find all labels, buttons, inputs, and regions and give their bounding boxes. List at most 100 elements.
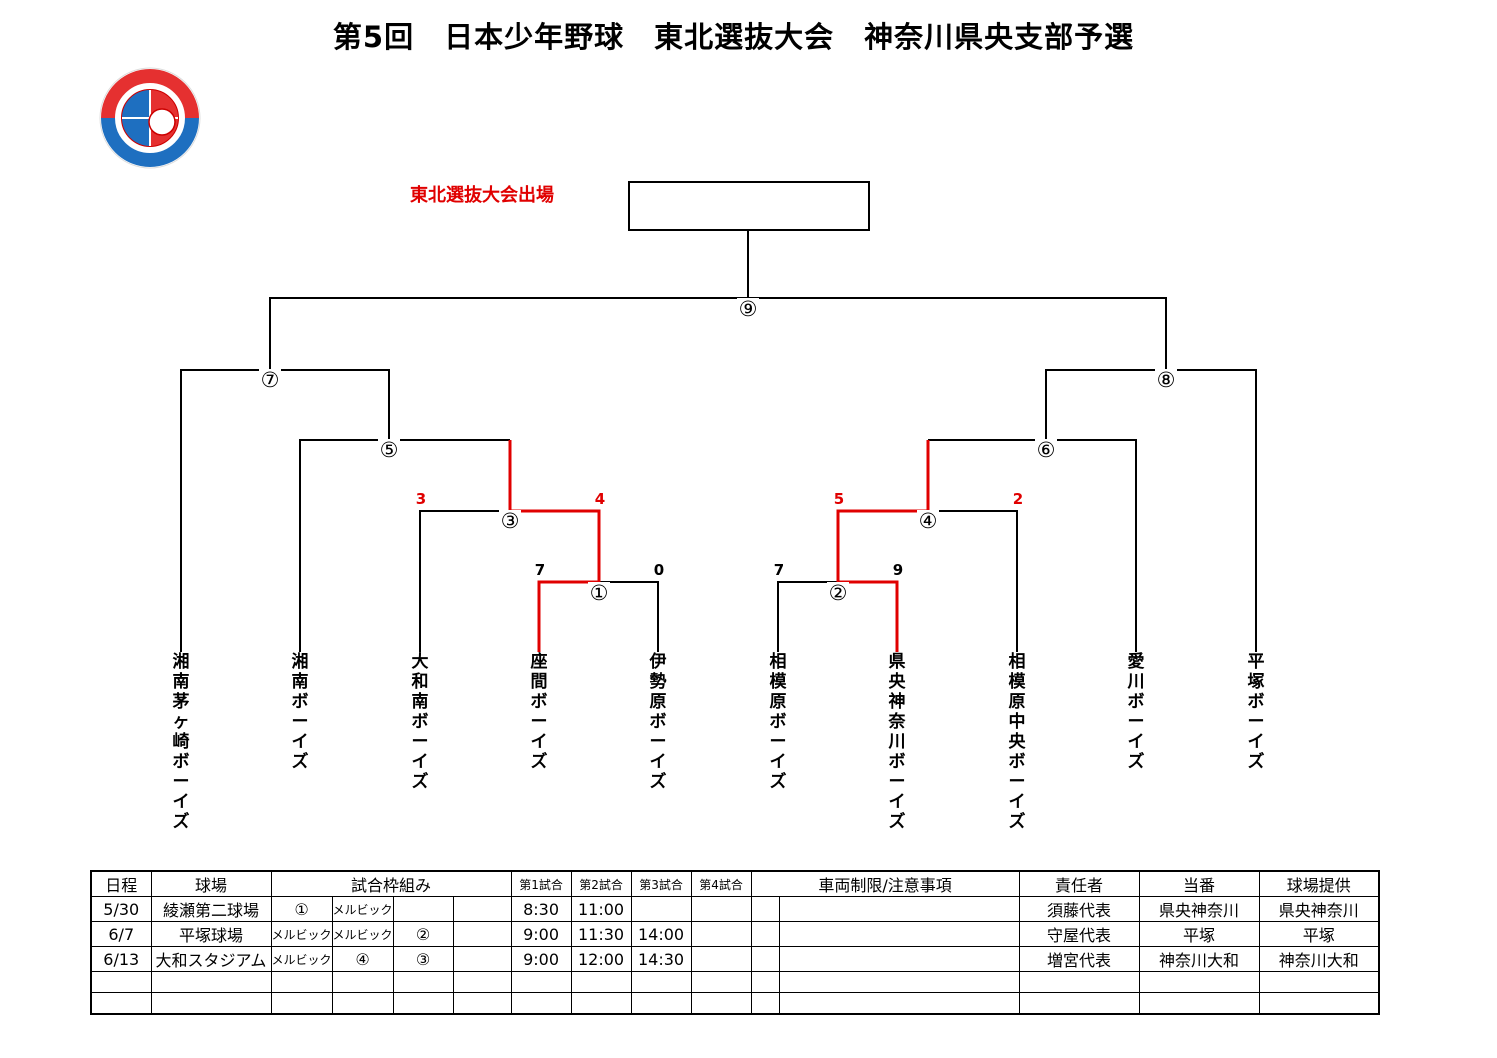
cell-note (778, 971, 1020, 993)
cell-date: 5/30 (90, 896, 152, 922)
team-name: 平塚ボーイズ (1247, 652, 1265, 772)
team-name: 湘南ボーイズ (291, 652, 309, 772)
header-game2: 第2試合 (570, 870, 632, 897)
cell-frame-2 (331, 992, 394, 1015)
cell-frame-1 (270, 971, 333, 993)
header-provider: 球場提供 (1258, 870, 1380, 897)
game-3-number: ③ (499, 509, 521, 533)
cell-frame-1: メルビック (270, 946, 333, 972)
cell-blank (750, 946, 780, 972)
cell-time-1: 8:30 (510, 896, 572, 922)
table-row: 5/30 綾瀬第二球場 ① メルビック 8:30 11:00 須藤代表 県央神奈… (90, 896, 1380, 922)
cell-frame-3 (392, 896, 454, 922)
cell-venue (150, 992, 272, 1015)
cell-duty: 県央神奈川 (1138, 896, 1260, 922)
cell-time-1: 9:00 (510, 946, 572, 972)
cell-frame-4 (452, 992, 512, 1015)
cell-time-2: 11:00 (570, 896, 632, 922)
cell-frame-3: ② (392, 921, 454, 947)
header-responsible: 責任者 (1018, 870, 1140, 897)
cell-venue: 大和スタジアム (150, 946, 272, 972)
cell-frame-2: メルビック (331, 921, 394, 947)
cell-time-3: 14:00 (630, 921, 692, 947)
header-venue: 球場 (150, 870, 272, 897)
cell-time-4 (690, 971, 752, 993)
header-duty: 当番 (1138, 870, 1260, 897)
cell-blank (750, 971, 780, 993)
game-7-number: ⑦ (259, 368, 281, 392)
cell-frame-3 (392, 971, 454, 993)
cell-frame-4 (452, 971, 512, 993)
header-framework: 試合枠組み (270, 870, 512, 897)
table-row (90, 971, 1380, 993)
team-name: 愛川ボーイズ (1127, 652, 1145, 772)
cell-frame-2 (331, 971, 394, 993)
cell-time-2 (570, 992, 632, 1015)
table-row: 6/7 平塚球場 メルビック メルビック ② 9:00 11:30 14:00 … (90, 921, 1380, 947)
cell-time-1: 9:00 (510, 921, 572, 947)
header-game3: 第3試合 (630, 870, 692, 897)
game-5-number: ⑤ (378, 438, 400, 462)
cell-date (90, 971, 152, 993)
cell-time-1 (510, 992, 572, 1015)
cell-responsible: 須藤代表 (1018, 896, 1140, 922)
game-9-number: ⑨ (737, 297, 759, 321)
schedule-table: 日程 球場 試合枠組み 第1試合 第2試合 第3試合 第4試合 車両制限/注意事… (90, 870, 1381, 1015)
team-name: 大和南ボーイズ (411, 652, 429, 792)
team-name: 相模原中央ボーイズ (1008, 652, 1026, 832)
cell-duty: 神奈川大和 (1138, 946, 1260, 972)
cell-time-3 (630, 896, 692, 922)
cell-venue: 平塚球場 (150, 921, 272, 947)
schedule-header-row: 日程 球場 試合枠組み 第1試合 第2試合 第3試合 第4試合 車両制限/注意事… (90, 870, 1380, 897)
table-row (90, 992, 1380, 1015)
cell-note (778, 992, 1020, 1015)
cell-time-3 (630, 992, 692, 1015)
cell-responsible (1018, 992, 1140, 1015)
cell-blank (750, 921, 780, 947)
game-2-number: ② (827, 581, 849, 605)
cell-frame-3: ③ (392, 946, 454, 972)
cell-note (778, 921, 1020, 947)
cell-time-4 (690, 896, 752, 922)
cell-provider (1258, 971, 1380, 993)
tournament-bracket (180, 229, 1257, 652)
boys-league-logo (99, 67, 201, 169)
cell-frame-3 (392, 992, 454, 1015)
cell-responsible: 守屋代表 (1018, 921, 1140, 947)
cell-frame-2: ④ (331, 946, 394, 972)
cell-time-3 (630, 971, 692, 993)
table-row: 6/13 大和スタジアム メルビック ④ ③ 9:00 12:00 14:30 … (90, 946, 1380, 972)
score-game1-left: 7 (534, 561, 546, 579)
team-name: 相模原ボーイズ (769, 652, 787, 792)
bracket-lines (180, 229, 1257, 652)
cell-date (90, 992, 152, 1015)
header-notes: 車両制限/注意事項 (750, 870, 1020, 897)
cell-frame-1 (270, 992, 333, 1015)
cell-time-4 (690, 992, 752, 1015)
team-name: 湘南茅ヶ崎ボーイズ (172, 652, 190, 832)
cell-date: 6/13 (90, 946, 152, 972)
header-game4: 第4試合 (690, 870, 752, 897)
score-game3-left: 3 (415, 490, 427, 508)
header-date: 日程 (90, 870, 152, 897)
cell-provider: 神奈川大和 (1258, 946, 1380, 972)
cell-note (778, 946, 1020, 972)
cell-time-4 (690, 946, 752, 972)
qualify-label: 東北選抜大会出場 (410, 185, 554, 206)
cell-note (778, 896, 1020, 922)
page-title: 第5回 日本少年野球 東北選抜大会 神奈川県央支部予選 (332, 20, 1135, 54)
cell-responsible: 増宮代表 (1018, 946, 1140, 972)
cell-frame-4 (452, 921, 512, 947)
cell-time-3: 14:30 (630, 946, 692, 972)
cell-time-2: 12:00 (570, 946, 632, 972)
cell-provider: 平塚 (1258, 921, 1380, 947)
cell-frame-2: メルビック (331, 896, 394, 922)
cell-date: 6/7 (90, 921, 152, 947)
game-4-number: ④ (917, 509, 939, 533)
cell-responsible (1018, 971, 1140, 993)
score-game2-right: 9 (892, 561, 904, 579)
cell-time-2 (570, 971, 632, 993)
cell-time-4 (690, 921, 752, 947)
team-name: 座間ボーイズ (530, 652, 548, 772)
cell-frame-1: メルビック (270, 921, 333, 947)
